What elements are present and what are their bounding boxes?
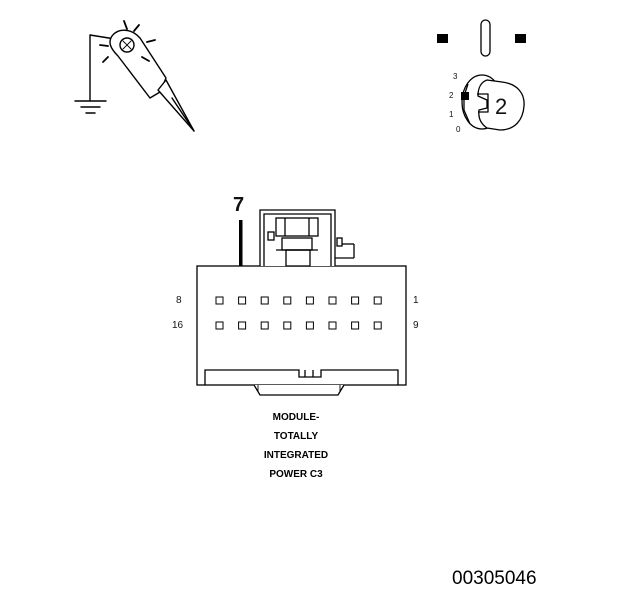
fuse-icon: [437, 19, 526, 57]
row-top-right-pin: 1: [413, 295, 419, 306]
cavity-bottom-row: [283, 321, 292, 330]
ignition-selected-position: 2: [495, 94, 508, 119]
figure-id: 00305046: [452, 568, 537, 589]
cavity-top-row: [351, 296, 360, 305]
connector-body: [196, 209, 407, 396]
row-bottom-left-pin: 16: [172, 320, 184, 331]
cavity-bottom-row: [215, 321, 224, 330]
ignition-position-0: 0: [456, 125, 461, 134]
cavity-bottom-row: [305, 321, 314, 330]
ignition-position-2: 2: [449, 91, 454, 100]
cavity-top-row: [373, 296, 382, 305]
cavity-top-row: [260, 296, 269, 305]
cavity-bottom-row: [373, 321, 382, 330]
cavity-top-row: [328, 296, 337, 305]
cavity-top-row: [215, 296, 224, 305]
cavity-top-row: [238, 296, 247, 305]
ground-symbol-icon: [74, 100, 107, 114]
highlighted-pin-label: 7: [233, 194, 245, 216]
cavity-bottom-row: [260, 321, 269, 330]
ignition-position-3: 3: [453, 72, 458, 81]
ignition-position-1: 1: [449, 110, 454, 119]
row-bottom-right-pin: 9: [413, 320, 419, 331]
connector-caption: MODULE- TOTALLY INTEGRATED POWER C3: [230, 408, 362, 484]
caption-line: TOTALLY: [273, 431, 319, 442]
row-top-left-pin: 8: [176, 295, 182, 306]
cavity-bottom-row: [238, 321, 247, 330]
cavity-top-row: [305, 296, 314, 305]
cavity-bottom-row: [328, 321, 337, 330]
cavity-bottom-row: [351, 321, 360, 330]
cavity-top-row: [283, 296, 292, 305]
caption-line: MODULE-: [272, 412, 320, 423]
caption-line: INTEGRATED: [263, 450, 329, 461]
connector-cavities: [215, 296, 382, 330]
caption-line: POWER C3: [269, 469, 323, 480]
ignition-key-icon: [461, 74, 525, 131]
